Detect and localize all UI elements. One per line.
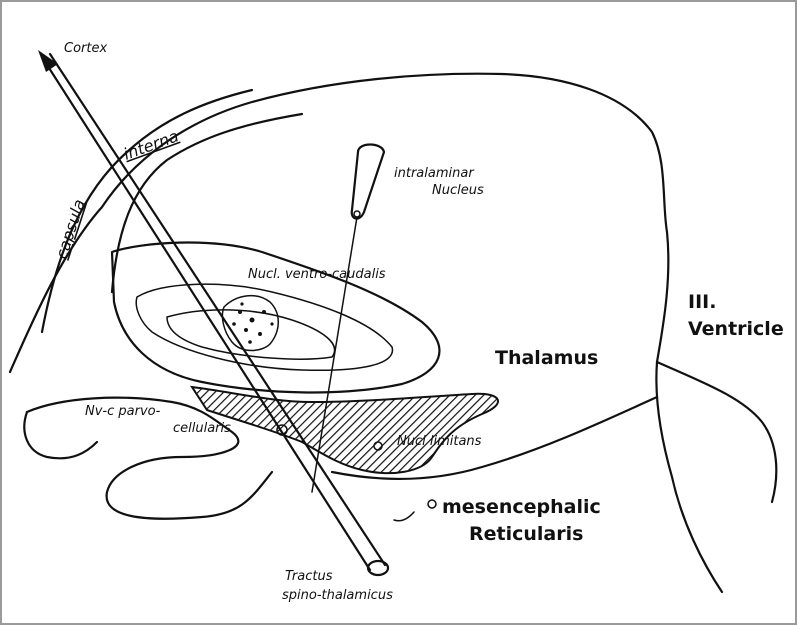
mesencephalic-marker	[428, 500, 436, 508]
inner-lobe-outer	[112, 243, 439, 393]
nucl-limitans-region	[192, 387, 498, 473]
tract-line-left	[42, 57, 370, 570]
inner-lobe-core	[167, 310, 335, 359]
label-third: III.	[688, 291, 716, 313]
label-thalamus: Thalamus	[495, 347, 598, 369]
label-nucleus: Nucleus	[432, 183, 484, 198]
intralaminar-dot	[354, 211, 360, 217]
label-cellularis: cellularis	[173, 421, 231, 436]
mesencephalic-lead	[394, 512, 414, 521]
tractus-end-circle	[368, 561, 388, 575]
tract-line-right	[50, 54, 385, 565]
label-cortex: Cortex	[64, 41, 107, 56]
label-nucl-ventro-caudalis: Nucl. ventro-caudalis	[248, 267, 386, 282]
label-reticularis: Reticularis	[469, 523, 583, 545]
ventricle-wall	[657, 362, 776, 502]
label-spino-thalamicus: spino-thalamicus	[282, 588, 393, 603]
label-ventricle: Ventricle	[688, 318, 784, 340]
label-intralaminar: intralaminar	[394, 166, 475, 181]
intralaminar-capsule	[352, 145, 384, 219]
label-nvc-parvo: Nv-c parvo-	[85, 404, 161, 419]
label-nucl-limitans: Nucl limitans	[397, 434, 482, 449]
label-tractus: Tractus	[285, 569, 333, 584]
ventro-caudal-speckles	[222, 296, 278, 351]
thalamus-outline	[10, 74, 722, 592]
label-mesencephalic: mesencephalic	[442, 496, 601, 518]
